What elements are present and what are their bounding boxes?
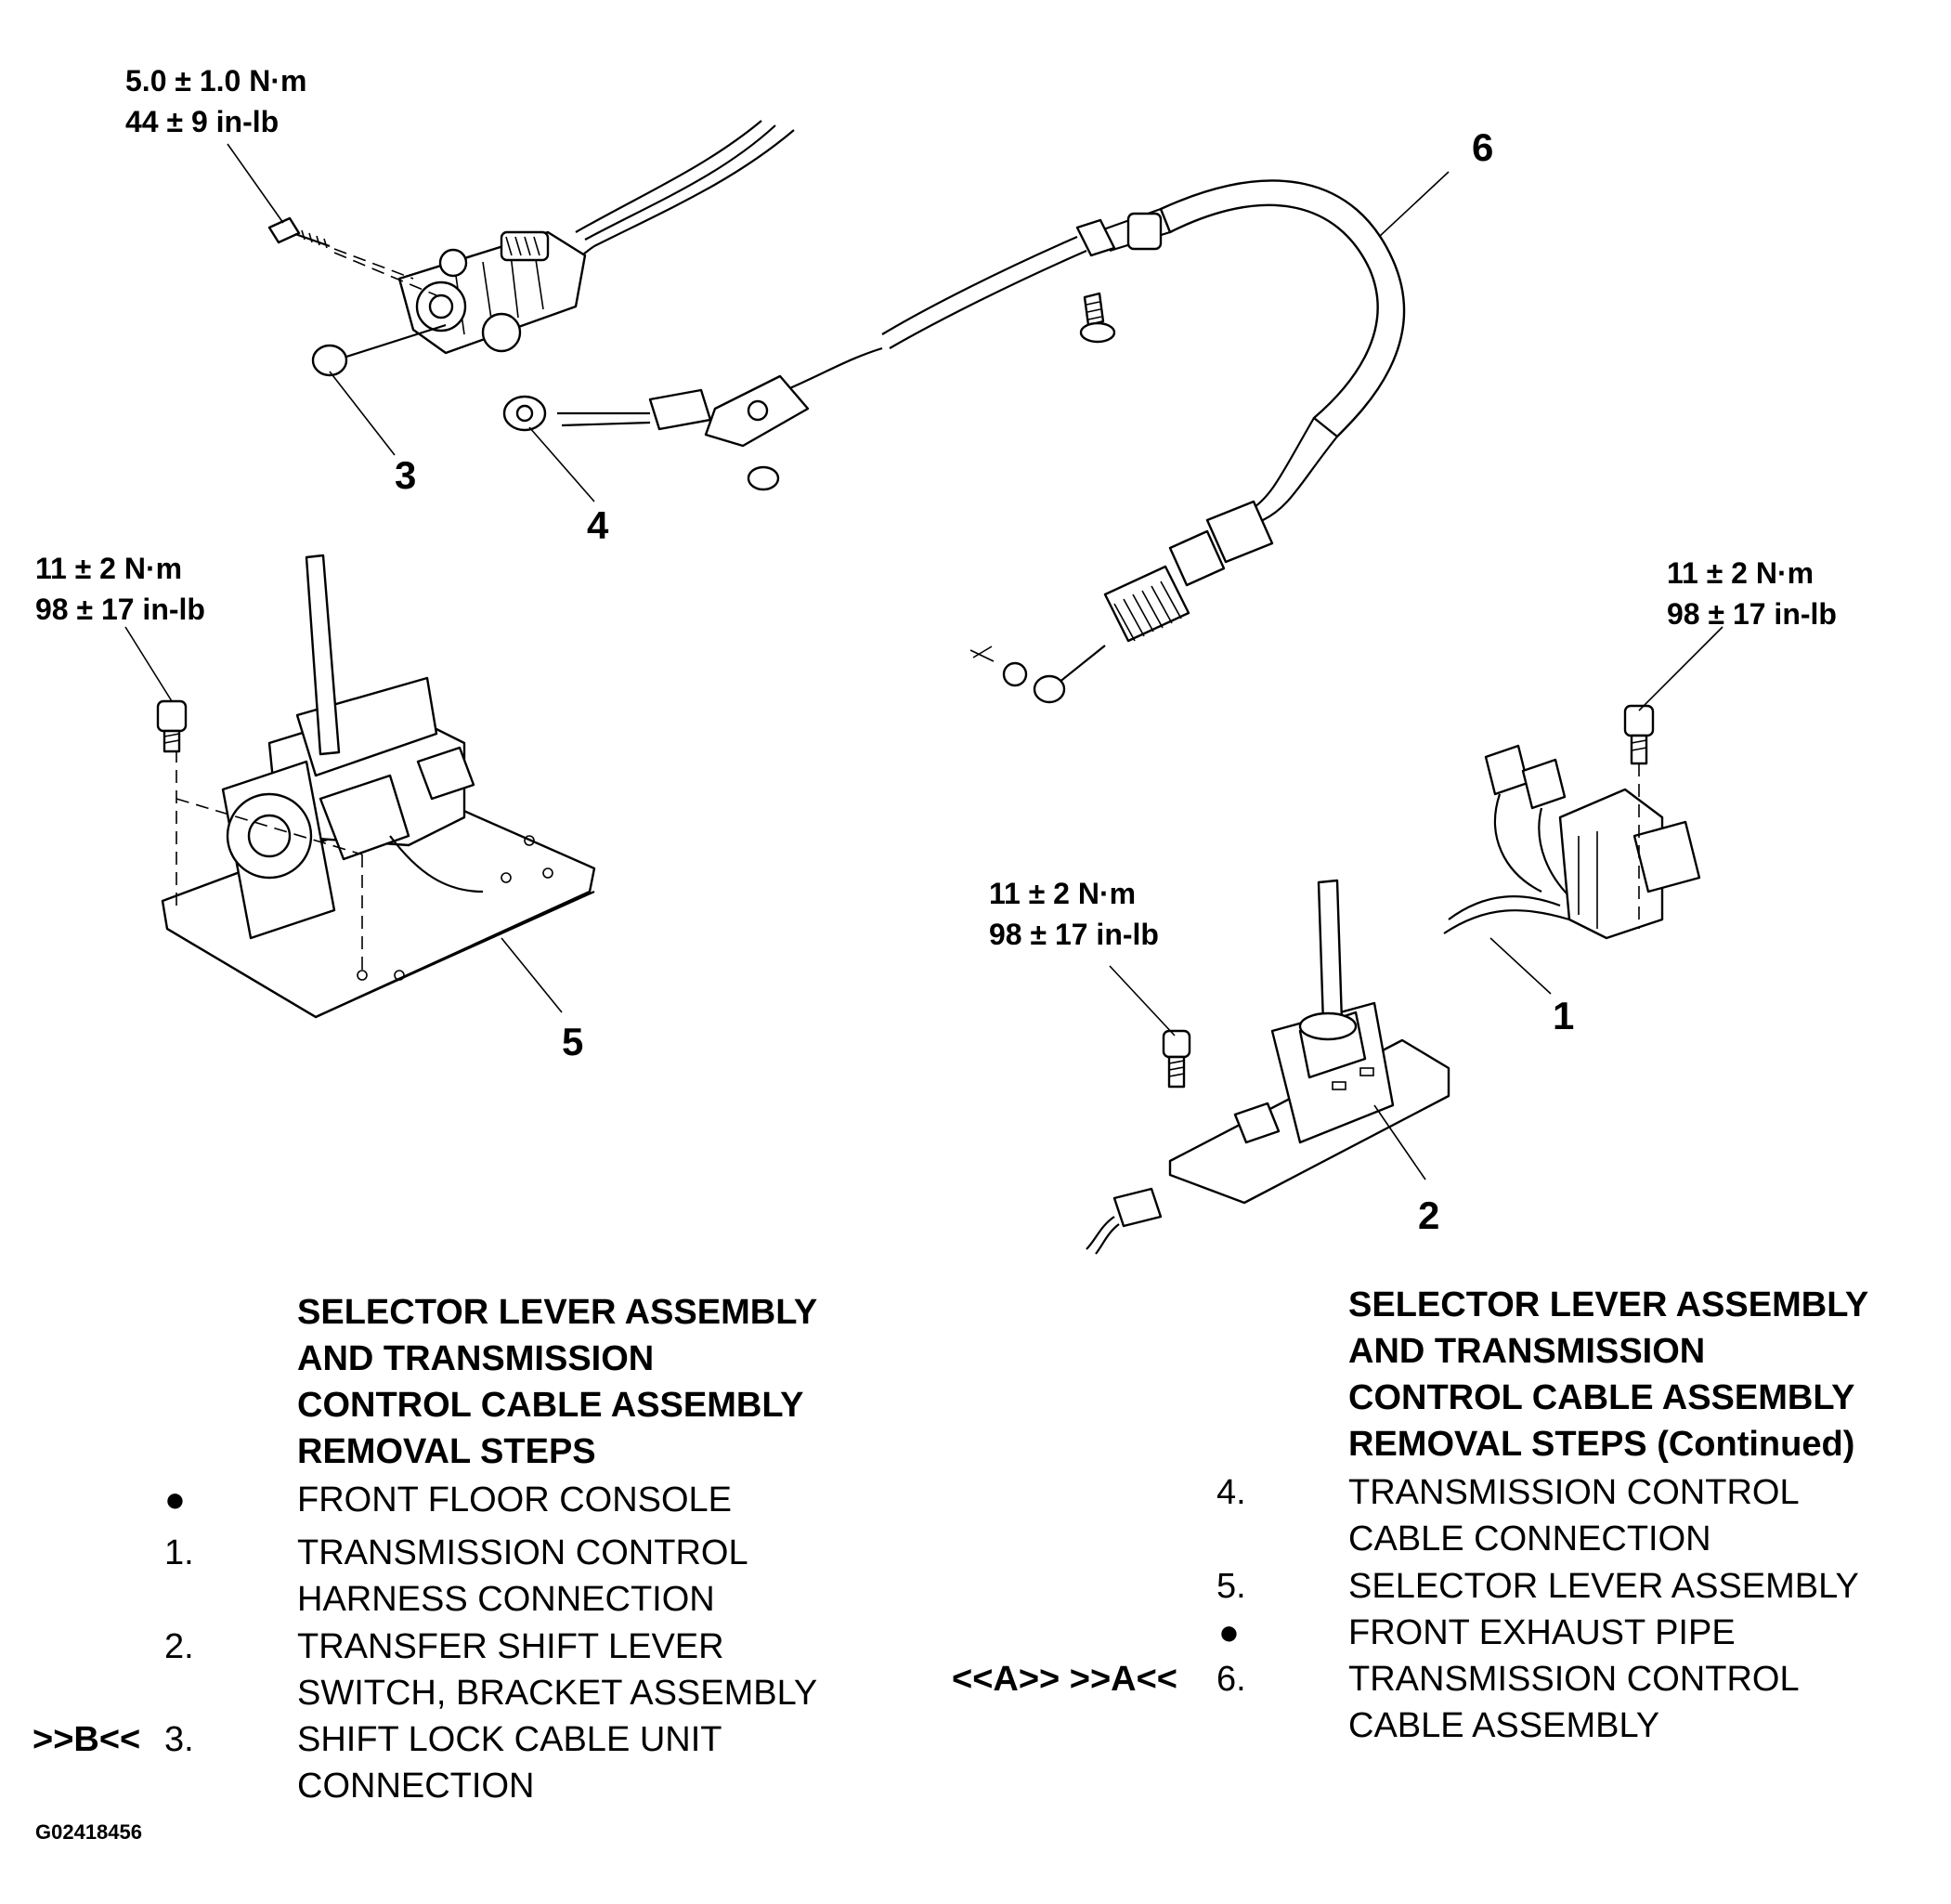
- heading-line: AND TRANSMISSION: [297, 1339, 655, 1378]
- step-bullet: ●: [1218, 1613, 1240, 1652]
- step-text: TRANSMISSION CONTROL: [297, 1533, 748, 1572]
- callout-6: 6: [1472, 125, 1494, 169]
- torque-nm: 5.0 ± 1.0 N·m: [125, 64, 307, 98]
- step-number: 5.: [1216, 1567, 1246, 1606]
- callout-3: 3: [395, 453, 417, 497]
- switch-connector: [1086, 1187, 1163, 1255]
- callout-4: 4: [587, 503, 609, 547]
- step-text: SELECTOR LEVER ASSEMBLY: [1348, 1567, 1859, 1606]
- figure-id: G02418456: [35, 1820, 142, 1844]
- step-number: 3.: [164, 1720, 194, 1759]
- heading-line: SELECTOR LEVER ASSEMBLY: [1348, 1285, 1869, 1324]
- step-number: 1.: [164, 1533, 194, 1572]
- harness-bracket-bolt: [1623, 704, 1655, 929]
- heading-line: CONTROL CABLE ASSEMBLY: [1348, 1378, 1855, 1417]
- step-text: FRONT EXHAUST PIPE: [1348, 1613, 1736, 1652]
- torque-inlb: 44 ± 9 in-lb: [125, 105, 280, 138]
- step-text: SHIFT LOCK CABLE UNIT: [297, 1720, 722, 1759]
- selector-lever-assembly: [161, 554, 596, 1019]
- torque-label-selector-lever-bolt: 11 ± 2 N·m 98 ± 17 in-lb: [35, 548, 205, 630]
- torque-label-bracket-bolt: 5.0 ± 1.0 N·m 44 ± 9 in-lb: [125, 60, 306, 142]
- step-text: TRANSMISSION CONTROL: [1348, 1660, 1800, 1699]
- step-text: CONNECTION: [297, 1767, 535, 1806]
- heading-line: CONTROL CABLE ASSEMBLY: [297, 1386, 804, 1425]
- step-bullet: ●: [164, 1480, 186, 1519]
- torque-label-harness-bracket-bolt: 11 ± 2 N·m 98 ± 17 in-lb: [1667, 553, 1837, 634]
- torque-label-transfer-switch-bolt: 11 ± 2 N·m 98 ± 17 in-lb: [989, 873, 1159, 955]
- torque-inlb: 98 ± 17 in-lb: [35, 593, 205, 626]
- torque-nm: 11 ± 2 N·m: [1667, 556, 1814, 590]
- heading-line: REMOVAL STEPS (Continued): [1348, 1425, 1855, 1464]
- callout-1: 1: [1553, 994, 1575, 1037]
- control-harness: [1443, 744, 1701, 940]
- leader-lines: [124, 143, 1723, 1180]
- step-number: 2.: [164, 1627, 194, 1666]
- callout-2: 2: [1418, 1193, 1440, 1237]
- torque-nm: 11 ± 2 N·m: [989, 877, 1137, 910]
- step-reference-mark: >>B<<: [33, 1720, 141, 1759]
- shift-lock-cable-bracket: [311, 120, 795, 377]
- cable-clamp-bolt: [1079, 292, 1116, 344]
- transmission-control-cable: [502, 179, 1406, 704]
- step-text: HARNESS CONNECTION: [297, 1580, 715, 1619]
- right-heading: SELECTOR LEVER ASSEMBLY AND TRANSMISSION…: [1348, 1282, 1868, 1467]
- torque-inlb: 98 ± 17 in-lb: [989, 918, 1159, 951]
- step-text: FRONT FLOOR CONSOLE: [297, 1480, 733, 1519]
- step-number: 6.: [1216, 1660, 1246, 1699]
- torque-nm: 11 ± 2 N·m: [35, 552, 183, 585]
- step-text: TRANSMISSION CONTROL: [1348, 1473, 1800, 1512]
- heading-line: REMOVAL STEPS: [297, 1432, 596, 1471]
- switch-bolt: [1162, 1029, 1191, 1089]
- heading-line: AND TRANSMISSION: [1348, 1332, 1706, 1371]
- step-text: TRANSFER SHIFT LEVER: [297, 1627, 724, 1666]
- torque-inlb: 98 ± 17 in-lb: [1667, 597, 1837, 631]
- step-text: SWITCH, BRACKET ASSEMBLY: [297, 1674, 818, 1713]
- heading-line: SELECTOR LEVER ASSEMBLY: [297, 1293, 818, 1332]
- transfer-shift-lever-switch: [1168, 879, 1450, 1205]
- selector-lever-bolt: [156, 699, 188, 753]
- step-text: CABLE CONNECTION: [1348, 1519, 1711, 1558]
- left-heading: SELECTOR LEVER ASSEMBLY AND TRANSMISSION…: [297, 1289, 817, 1475]
- callout-5: 5: [562, 1020, 584, 1063]
- step-text: CABLE ASSEMBLY: [1348, 1706, 1660, 1745]
- step-number: 4.: [1216, 1473, 1246, 1512]
- step-reference-mark: <<A>> >>A<<: [952, 1660, 1177, 1699]
